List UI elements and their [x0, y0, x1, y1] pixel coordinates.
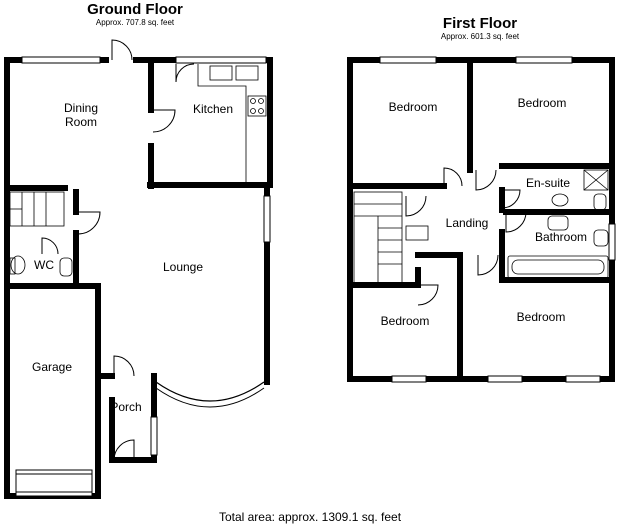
kitchen-units	[197, 64, 267, 185]
room-label-bedroom-4: Bedroom	[517, 310, 566, 324]
room-label-bedroom-1: Bedroom	[389, 100, 438, 114]
total-area: Total area: approx. 1309.1 sq. feet	[218, 510, 402, 524]
bay-window	[155, 381, 265, 402]
room-label-dining-2: Room	[65, 115, 97, 129]
room-label-bathroom: Bathroom	[535, 230, 587, 244]
ground-floor-heading: Ground Floor Approx. 707.8 sq. feet	[60, 2, 210, 28]
room-label-garage: Garage	[32, 360, 72, 374]
ground-floor-title: Ground Floor	[87, 1, 183, 18]
room-label-ensuite: En-suite	[526, 176, 570, 190]
first-floor-doors	[405, 167, 527, 306]
room-label-landing: Landing	[446, 216, 489, 230]
ground-floor-area: Approx. 707.8 sq. feet	[95, 18, 175, 27]
ground-floor-windows	[15, 56, 271, 497]
room-label-kitchen: Kitchen	[193, 102, 233, 116]
ground-floor-walls	[4, 57, 273, 499]
ground-floor-doors	[41, 39, 195, 461]
first-floor-area: Approx. 601.3 sq. feet	[440, 32, 520, 41]
bathroom-fixtures	[507, 169, 609, 279]
room-label-lounge: Lounge	[163, 260, 203, 274]
wc-fixtures	[9, 255, 73, 277]
ground-floor-stairs	[9, 191, 65, 227]
room-label-wc: WC	[34, 258, 54, 272]
room-label-bedroom-3: Bedroom	[381, 314, 430, 328]
first-floor-windows	[379, 56, 616, 383]
garage-door	[15, 473, 93, 493]
room-label-dining-1: Dining	[64, 101, 98, 115]
room-label-bedroom-2: Bedroom	[518, 96, 567, 110]
first-floor-heading: First Floor Approx. 601.3 sq. feet	[405, 16, 555, 42]
first-floor-stairs	[353, 191, 429, 285]
room-label-porch: Porch	[110, 400, 141, 414]
first-floor-title: First Floor	[442, 15, 518, 32]
